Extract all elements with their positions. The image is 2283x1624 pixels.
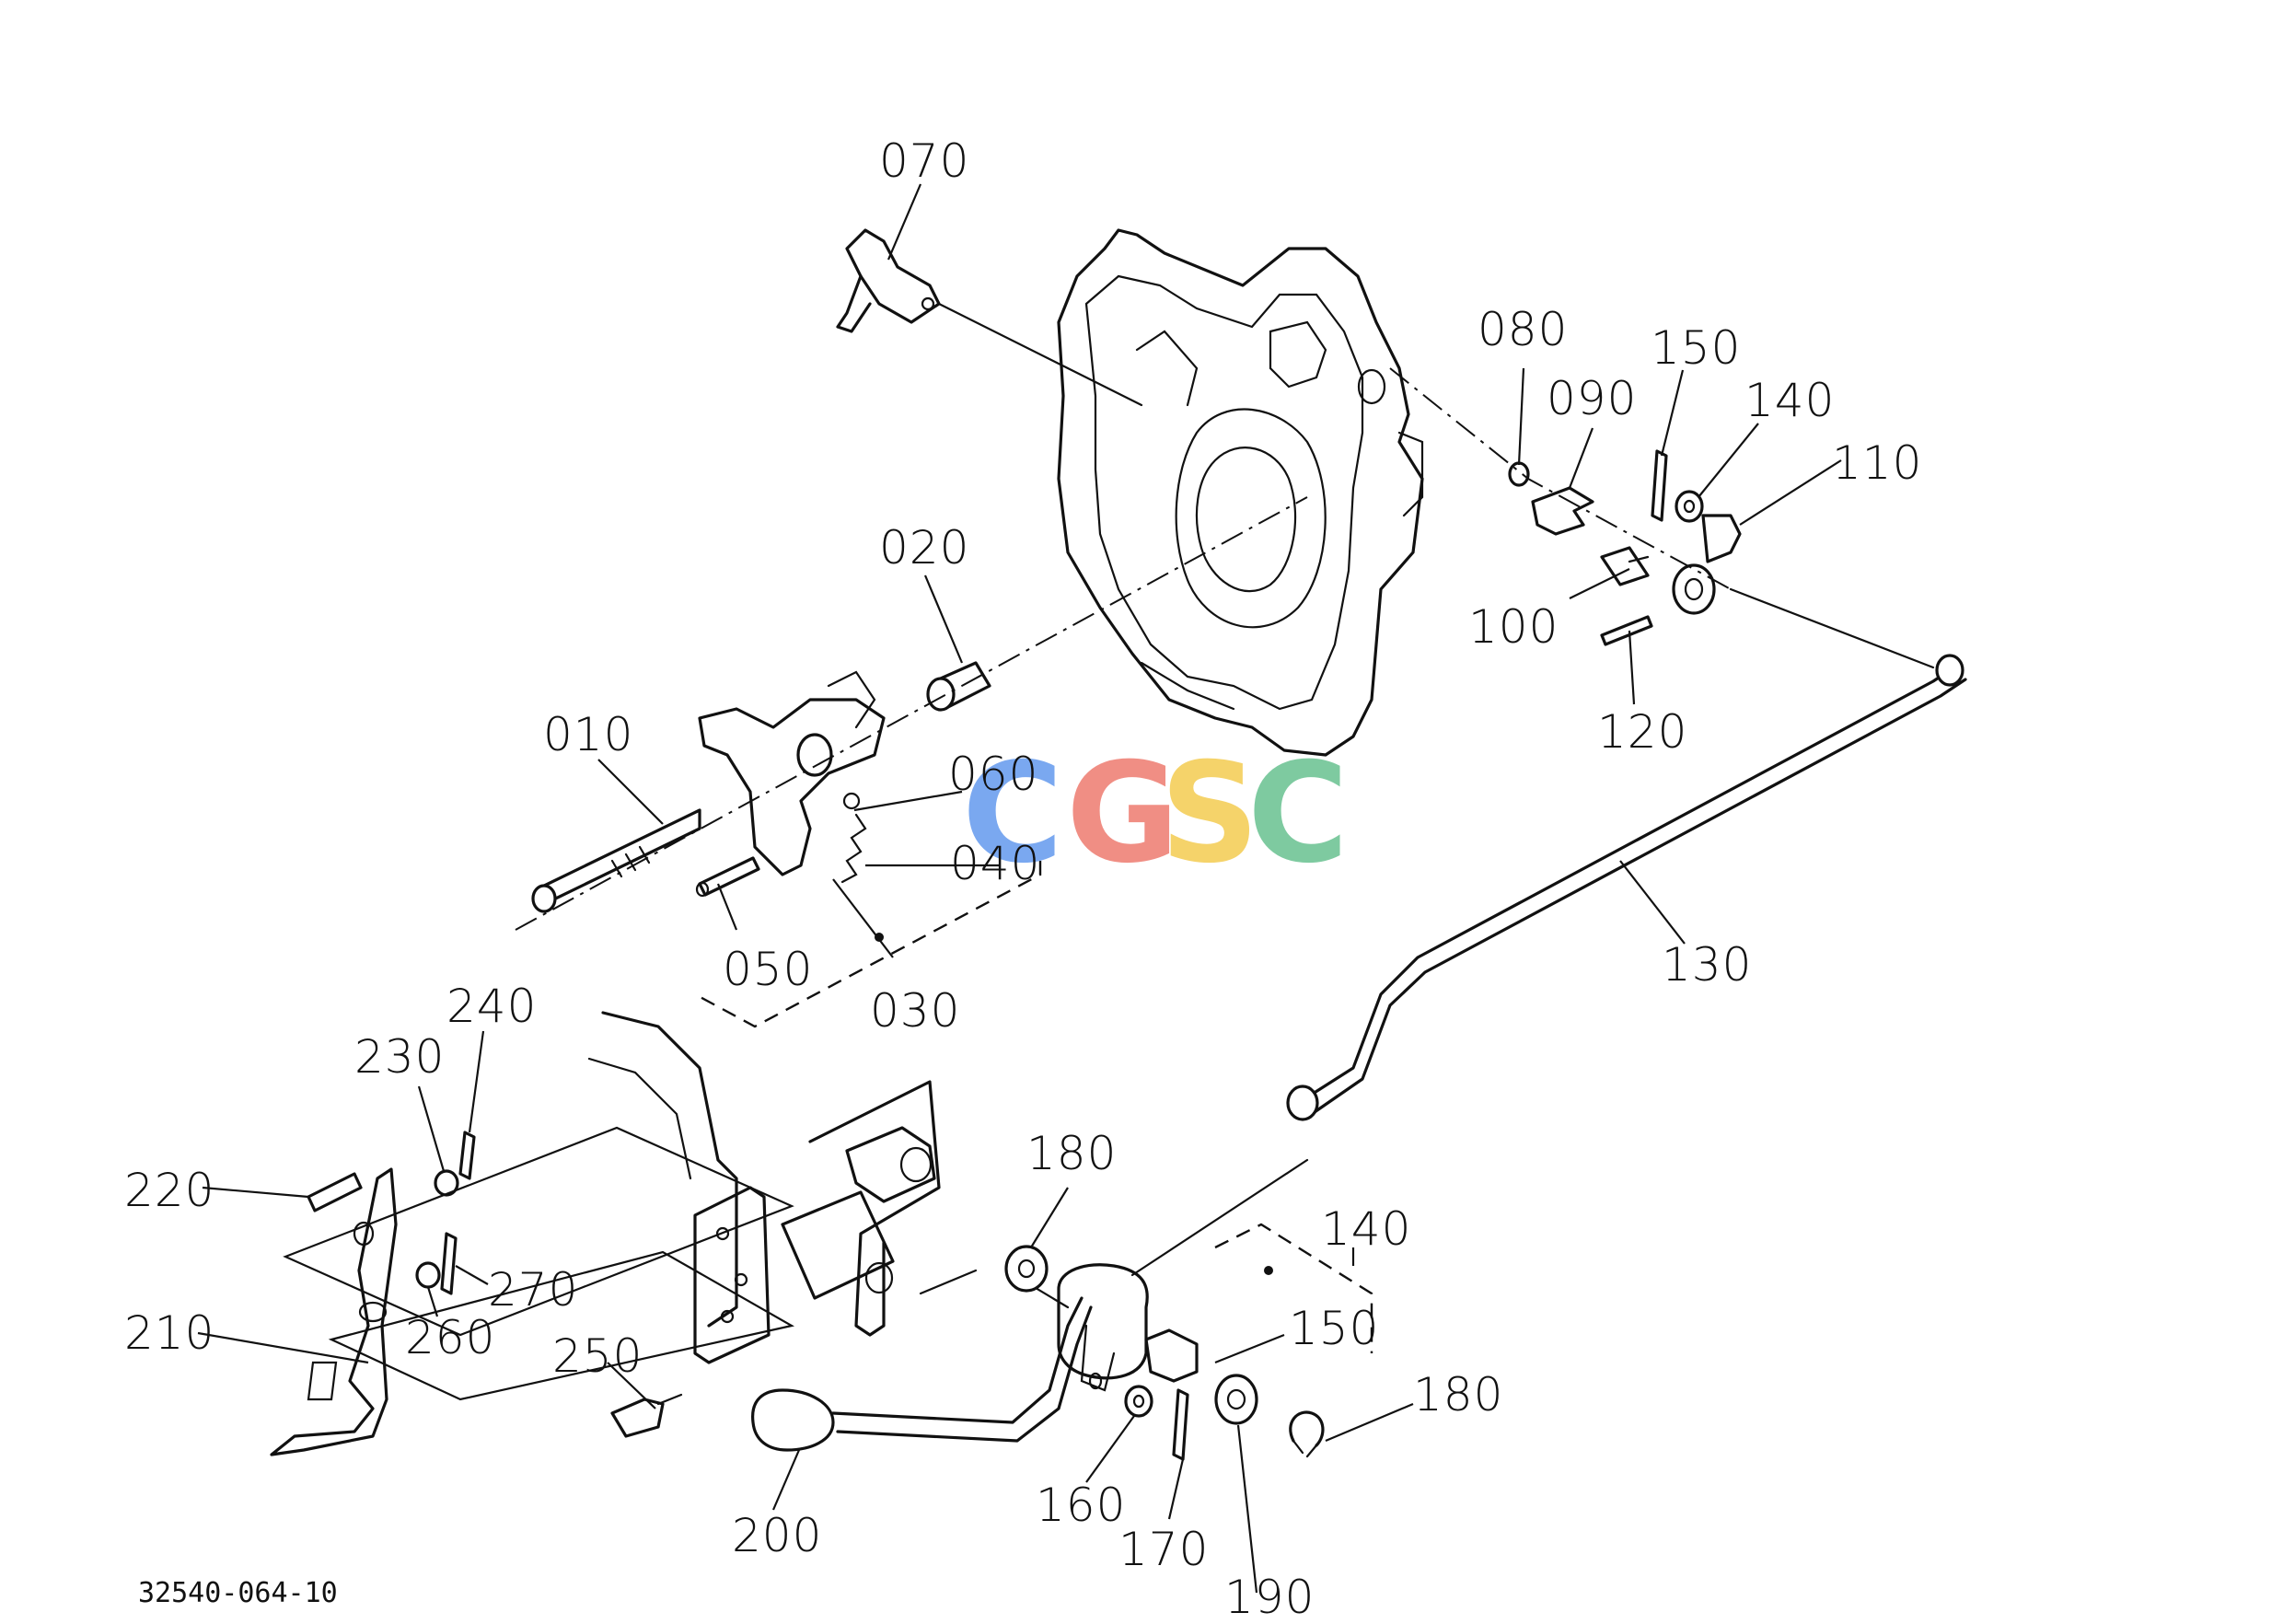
shift-lever-200	[751, 1158, 1309, 1452]
callout-140-lower: 160	[1036, 1479, 1126, 1532]
callout-080: 080	[1478, 303, 1568, 356]
callout-190: 180	[1413, 1368, 1503, 1421]
document-code: 32540-064-10	[138, 1577, 338, 1609]
callout-060: 060	[948, 748, 1038, 801]
callout-250: 250	[552, 1329, 643, 1383]
callout-070: 070	[879, 134, 969, 188]
shift-lever-070	[836, 228, 1143, 407]
callout-030: 030	[870, 984, 960, 1038]
callout-020: 020	[879, 521, 969, 574]
clutch-housing	[1057, 228, 1424, 757]
callout-120: 120	[1597, 705, 1687, 759]
callout-180-lower: 190	[1224, 1571, 1315, 1624]
callout-160: 140	[1321, 1202, 1411, 1256]
watermark-letter-2: G	[1066, 734, 1179, 894]
callout-090: 090	[1547, 372, 1637, 425]
callout-220: 220	[124, 1164, 214, 1217]
callout-100: 100	[1468, 600, 1559, 654]
callout-200: 200	[732, 1509, 822, 1562]
callout-110: 110	[1832, 436, 1922, 490]
lower-bracket-plate	[587, 1011, 941, 1438]
kit-outline-030	[694, 861, 1042, 1028]
callout-050: 050	[723, 943, 813, 996]
watermark-letter-1: C	[962, 734, 1063, 894]
callout-labels: 070 020 010 060 040 050 030 080 090 150 …	[124, 134, 1922, 1624]
leader-lines	[197, 183, 1842, 1594]
callout-140-upper: 140	[1744, 374, 1835, 427]
callout-230: 230	[354, 1030, 445, 1084]
callout-240: 240	[446, 980, 537, 1033]
callout-210: 210	[124, 1306, 214, 1360]
callout-150-lower: 170	[1118, 1523, 1209, 1576]
shift-fork-assembly	[515, 496, 1308, 942]
callout-150-upper: 150	[1651, 321, 1741, 375]
watermark: C G S C	[962, 734, 1349, 894]
callout-130: 130	[1662, 938, 1752, 992]
lower-left-linkage	[270, 1126, 795, 1456]
callout-270: 270	[488, 1263, 578, 1317]
callout-040: 040	[950, 837, 1040, 890]
callout-180-upper: 180	[1026, 1127, 1117, 1180]
callout-260: 260	[405, 1311, 495, 1364]
callout-010: 010	[543, 708, 633, 761]
watermark-letter-4: C	[1247, 734, 1349, 894]
callout-170: 150	[1289, 1302, 1379, 1355]
shift-rod-130	[1286, 587, 1967, 1121]
lower-washers	[1004, 1223, 1373, 1461]
watermark-letter-3: S	[1160, 734, 1259, 894]
